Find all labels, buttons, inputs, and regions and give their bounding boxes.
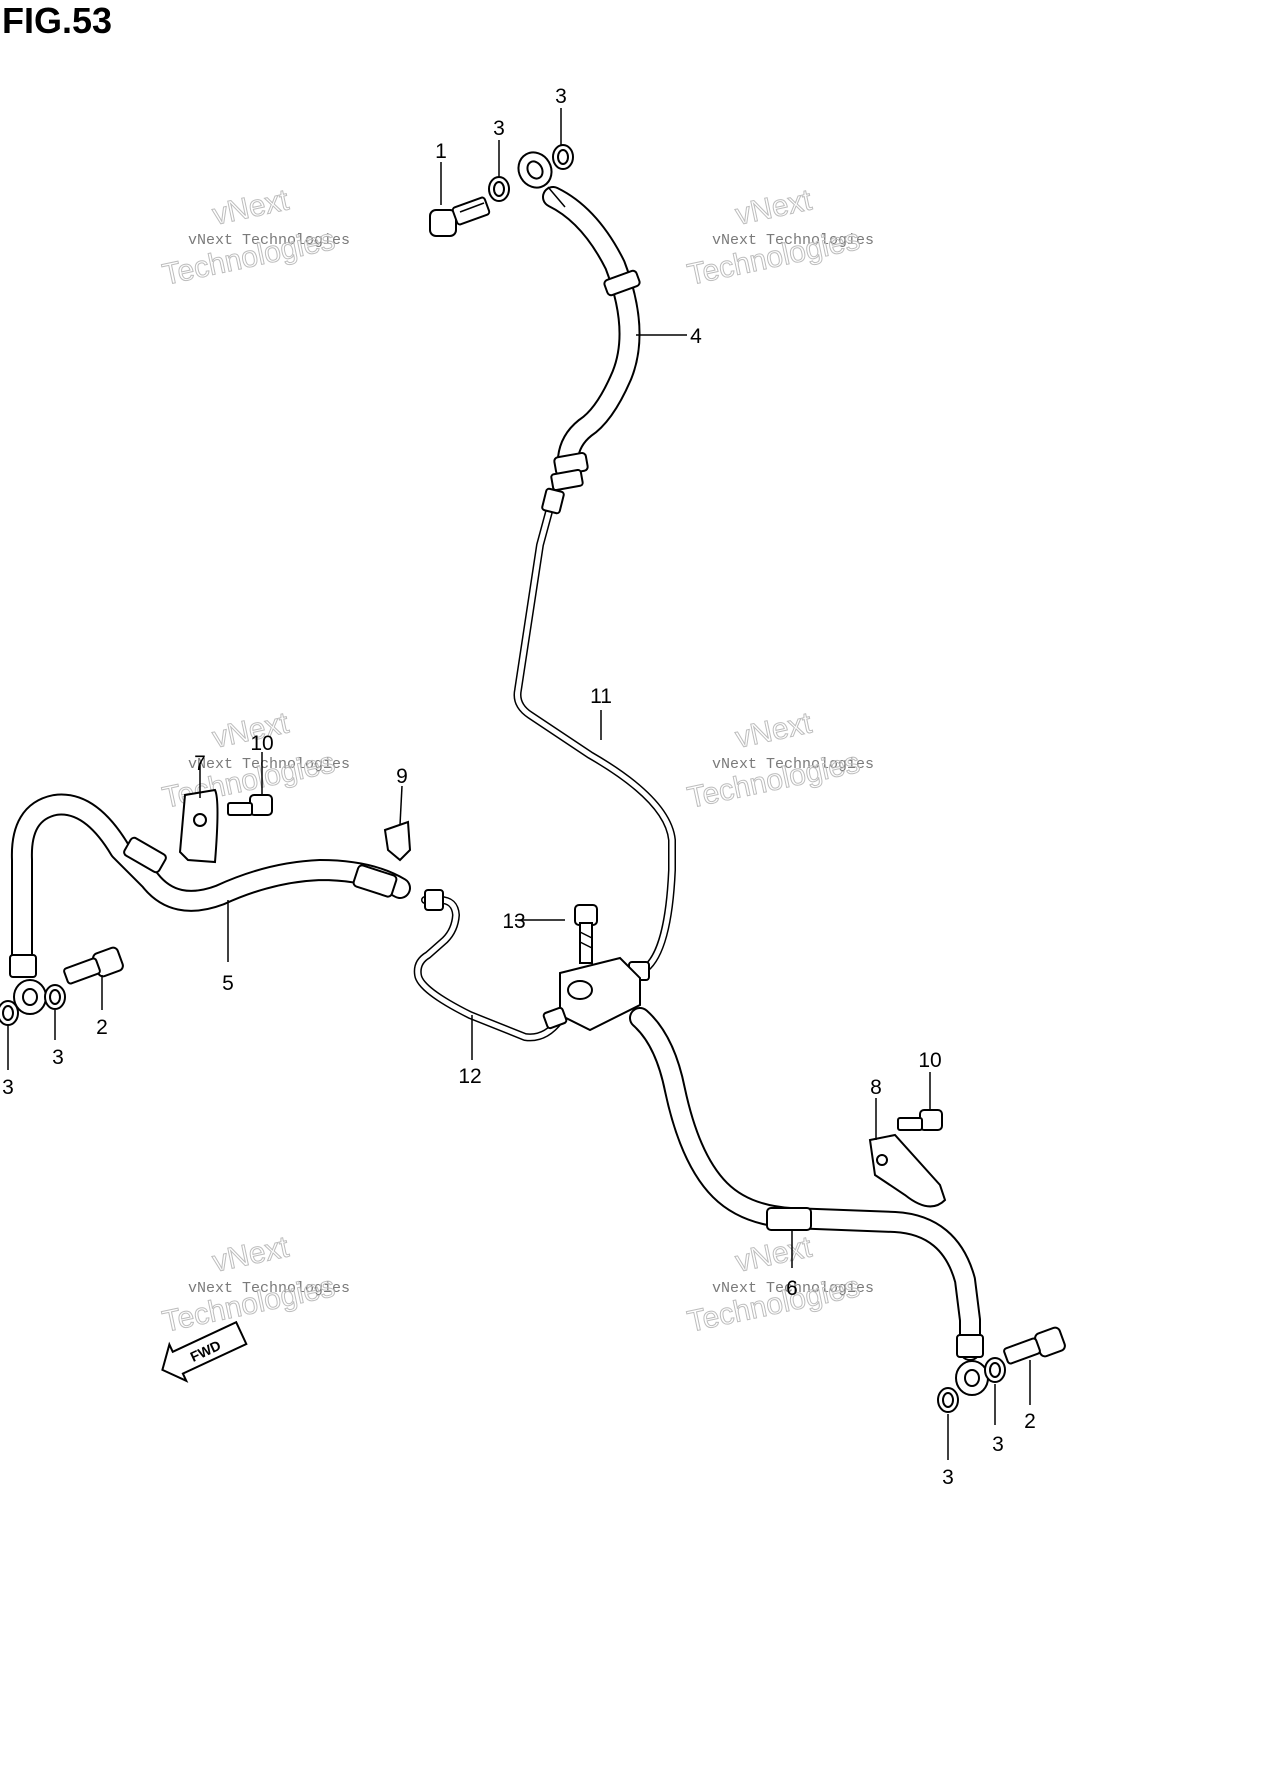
banjo-bolt-2-left: [63, 946, 124, 985]
joint-bolt-13: [574, 904, 598, 964]
bracket-8: [868, 1133, 947, 1208]
callout-6: 6: [786, 1277, 798, 1300]
callout-1: 1: [435, 140, 447, 163]
watermark-outline-text: vNext: [733, 183, 816, 231]
watermark-top-left: vNext Technologies vNext Technologies: [159, 183, 350, 292]
callout-3: 3: [942, 1466, 954, 1489]
callout-11: 11: [590, 685, 612, 708]
figure-title: FIG.53: [2, 0, 113, 41]
brake-hose-4: [517, 151, 641, 492]
watermark-outline-text: vNext: [210, 1230, 293, 1278]
callout-3: 3: [992, 1433, 1004, 1456]
fwd-arrow: FWD: [161, 1320, 248, 1383]
bolt-10-right: [897, 1109, 943, 1131]
three-way-joint: [559, 956, 641, 1032]
watermark-mid-right: vNext Technologies vNext Technologies: [684, 706, 874, 815]
callouts: 1 3 3 4 11 7 10 9 5 2 3 3 13 12 8 10 6 2…: [2, 85, 1036, 1489]
watermark-outline-text: vNext: [210, 183, 293, 231]
watermark-text: vNext Technologies: [188, 232, 350, 249]
bracket-7: [178, 788, 219, 864]
watermark-outline-text: vNext: [733, 706, 816, 754]
callout-3: 3: [555, 85, 567, 108]
callout-12: 12: [458, 1065, 481, 1088]
callout-3: 3: [493, 117, 505, 140]
callout-3: 3: [52, 1046, 64, 1069]
washer-3-left-b: [0, 1000, 19, 1026]
banjo-bolt-1: [429, 196, 491, 237]
callout-13: 13: [502, 910, 525, 933]
brake-hose-6: [629, 1007, 989, 1396]
watermark-text: vNext Technologies: [712, 756, 874, 773]
bolt-10-left: [227, 794, 273, 816]
callout-5: 5: [222, 972, 234, 995]
watermark-text: vNext Technologies: [712, 1280, 874, 1297]
banjo-bolt-2-right: [1003, 1326, 1066, 1365]
leader-lines: [7, 108, 1031, 1460]
washer-3-right-a: [984, 1357, 1006, 1383]
callout-10: 10: [250, 732, 273, 755]
washer-3-right-b: [937, 1387, 959, 1413]
watermark-text: vNext Technologies: [712, 232, 874, 249]
callout-2: 2: [96, 1016, 108, 1039]
brake-pipe-12: [413, 889, 568, 1042]
callout-9: 9: [396, 765, 408, 788]
callout-4: 4: [690, 325, 702, 348]
washer-3-top-a: [488, 176, 510, 202]
watermark-text: vNext Technologies: [188, 756, 350, 773]
clamp-9: [383, 820, 412, 862]
watermark-outline-text: vNext: [733, 1230, 816, 1278]
callout-8: 8: [870, 1076, 882, 1099]
brake-hose-5: [9, 793, 411, 1015]
watermark-bottom-left: vNext Technologies vNext Technologies: [159, 1230, 350, 1339]
callout-7: 7: [194, 752, 206, 775]
callout-10: 10: [918, 1049, 941, 1072]
callout-2: 2: [1024, 1410, 1036, 1433]
callout-3: 3: [2, 1076, 14, 1099]
watermark-text: vNext Technologies: [188, 1280, 350, 1297]
watermark-top-right: vNext Technologies vNext Technologies: [684, 183, 874, 292]
watermark-bottom-right: vNext Technologies vNext Technologies: [684, 1230, 874, 1339]
washer-3-left-a: [44, 984, 66, 1010]
washer-3-top-b: [552, 144, 574, 170]
